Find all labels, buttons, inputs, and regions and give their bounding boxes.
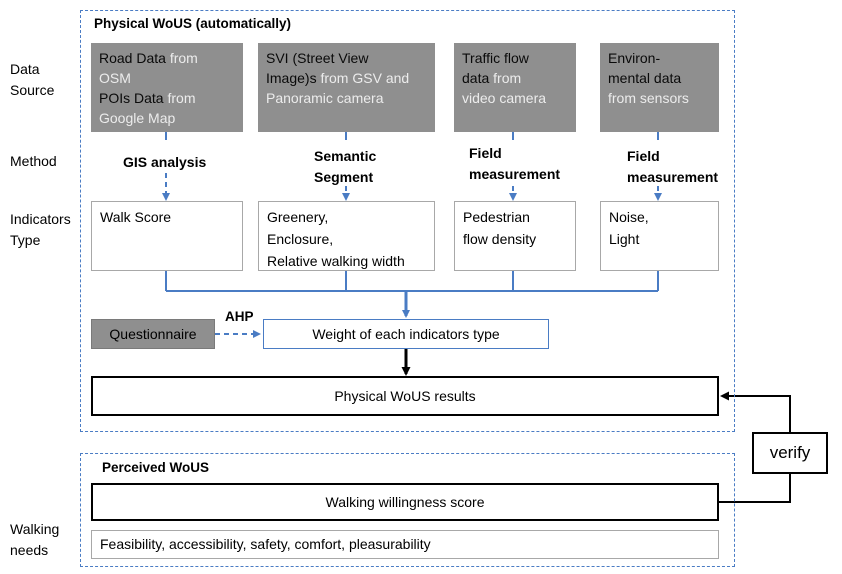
indicator-pedestrian-flow: Pedestrian flow density — [454, 201, 576, 271]
method-field-measurement-traffic: Field measurement — [469, 145, 561, 182]
walking-needs-box: Feasibility, accessibility, safety, comf… — [91, 530, 719, 559]
indicator-walk-score: Walk Score — [91, 201, 243, 271]
ahp-label: AHP — [225, 309, 254, 324]
physical-wous-panel — [80, 10, 735, 432]
source-box-road-pois: Road Data from OSM POIs Data from Google… — [91, 43, 243, 132]
source-box-environmental: Environ- mental data from sensors — [600, 43, 719, 132]
method-arrows — [162, 173, 662, 201]
source-box-svi: SVI (Street View Image)s from GSV and Pa… — [258, 43, 435, 132]
side-label-indicators-type: Indicators Type — [10, 211, 71, 248]
verify-box: verify — [752, 432, 828, 474]
verify-loop — [718, 391, 791, 503]
physical-panel-title: Physical WoUS (automatically) — [94, 16, 292, 31]
physical-results-box: Physical WoUS results — [91, 376, 719, 416]
source-ticks — [165, 132, 659, 140]
method-field-measurement-environmental: Field measurement — [627, 148, 719, 185]
indicator-greenery: Greenery, Enclosure, Relative walking wi… — [258, 201, 435, 271]
perceived-wous-panel — [80, 453, 735, 567]
willingness-score-box: Walking willingness score — [91, 483, 719, 521]
side-label-data-source: Data Source — [10, 61, 55, 98]
perceived-panel-title: Perceived WoUS — [102, 460, 210, 475]
questionnaire-box: Questionnaire — [91, 319, 215, 349]
weight-box: Weight of each indicators type — [263, 319, 549, 349]
side-label-method: Method — [10, 153, 57, 169]
method-gis-analysis: GIS analysis — [123, 154, 207, 170]
indicator-join — [165, 271, 659, 292]
side-label-walking-needs: Walking needs — [10, 521, 60, 558]
source-box-traffic: Traffic flow data from video camera — [454, 43, 576, 132]
indicator-noise-light: Noise, Light — [600, 201, 719, 271]
method-semantic-segment: Semantic Segment — [314, 148, 377, 185]
